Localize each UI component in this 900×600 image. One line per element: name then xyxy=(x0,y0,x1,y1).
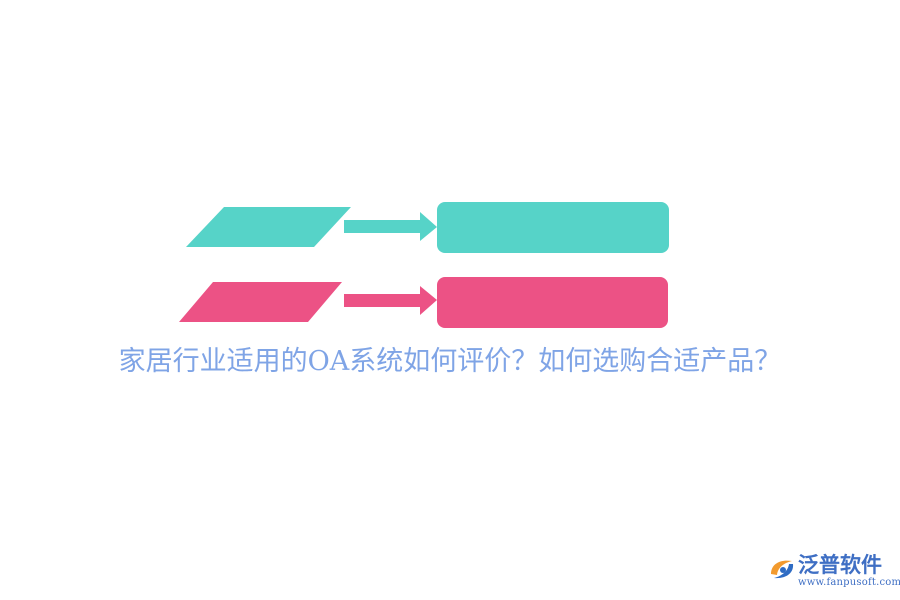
logo-name: 泛普软件 xyxy=(798,553,882,577)
decorative-diagram xyxy=(179,202,669,328)
pink-rounded-box xyxy=(437,277,668,328)
logo-swoosh-orange xyxy=(771,560,792,575)
logo-url: www.fanpusoft.com xyxy=(798,577,900,588)
logo-swoosh-blue xyxy=(774,564,794,579)
page-title: 家居行业适用的OA系统如何评价？如何选购合适产品？ xyxy=(118,346,782,377)
teal-arrow-head xyxy=(420,212,437,241)
fanpu-logo-icon xyxy=(771,560,794,579)
teal-parallelogram xyxy=(186,207,351,247)
pink-arrow-head xyxy=(420,286,437,315)
brand-logo: 泛普软件 www.fanpusoft.com xyxy=(768,550,900,594)
logo-dot xyxy=(780,567,786,573)
diagram-row-pink xyxy=(179,277,668,328)
teal-arrow-shaft xyxy=(344,220,422,233)
pink-arrow-shaft xyxy=(344,294,422,307)
teal-rounded-box xyxy=(437,202,669,253)
diagram-row-teal xyxy=(186,202,669,253)
pink-parallelogram xyxy=(179,282,342,322)
